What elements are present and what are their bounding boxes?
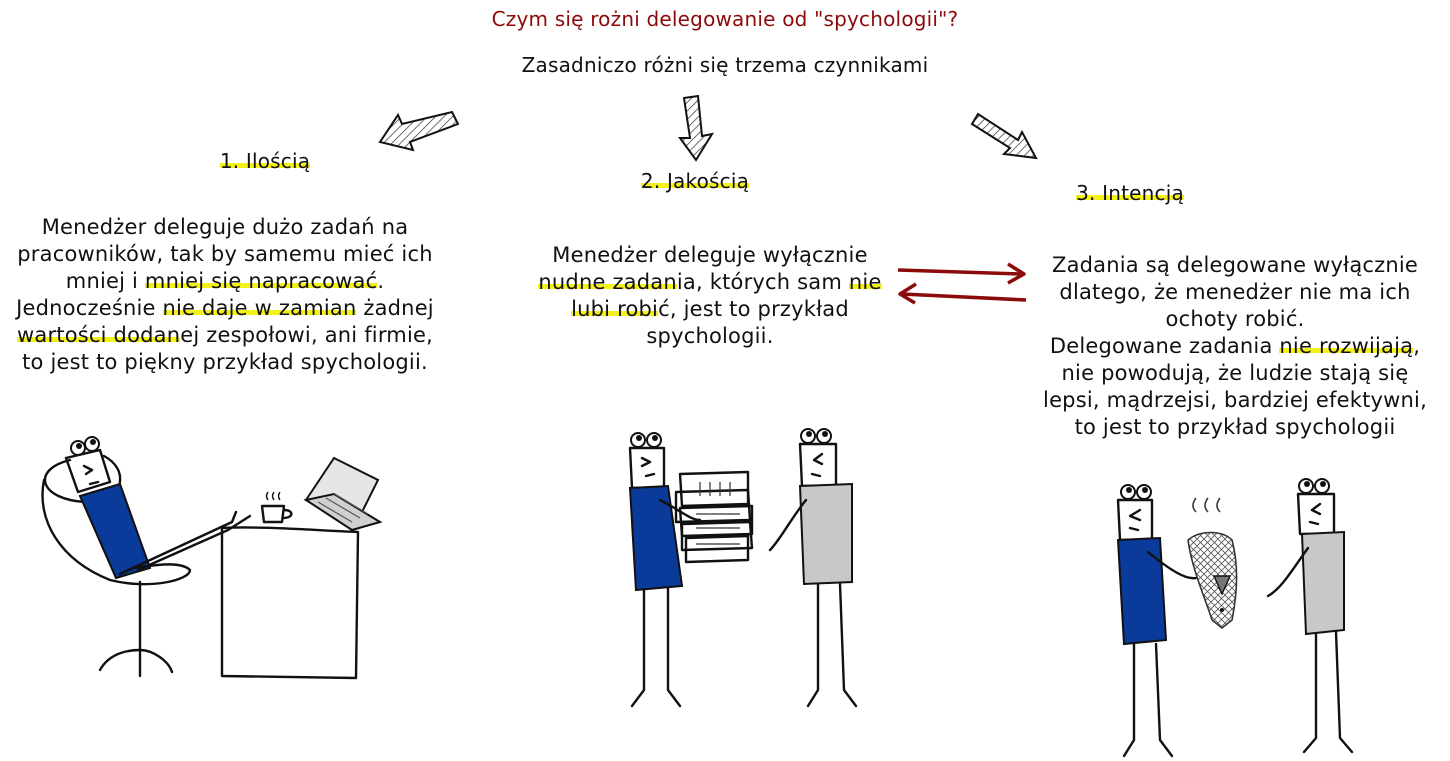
text-line: dlatego, że menedżer nie ma ich (1020, 279, 1450, 306)
text-line: nudne zadania, których sam nie (520, 269, 900, 296)
column-heading-quality: 2. Jakością (640, 169, 750, 193)
employee-figure-receiving-fish (1266, 478, 1354, 754)
text-segment: żadnej (356, 296, 434, 320)
text-segment: Zadania są delegowane wyłącznie (1051, 253, 1419, 277)
text-line: spychologii. (520, 323, 900, 350)
manager-figure-reclining (41, 436, 252, 678)
text-segment: lepsi, mądrzejsi, bardziej efektywni, (1043, 388, 1427, 412)
text-line: Zadania są delegowane wyłącznie (1020, 252, 1450, 279)
left-arrow-icon (378, 110, 460, 152)
dead-fish-icon (1187, 497, 1238, 630)
text-line: Menedżer deleguje wyłącznie (520, 242, 900, 269)
text-segment: Menedżer deleguje dużo zadań na (41, 215, 409, 239)
right-arrow-icon (970, 112, 1038, 160)
text-line: pracowników, tak by samemu mieć ich (5, 241, 445, 268)
highlighted-text: wartości dodan (17, 323, 181, 347)
text-segment: Menedżer deleguje wyłącznie (552, 243, 868, 267)
text-line: Delegowane zadania nie rozwijają, (1020, 333, 1450, 360)
paper-stack-icon (674, 470, 754, 564)
text-segment: dlatego, że menedżer nie ma ich (1059, 280, 1411, 304)
column-heading-intention: 3. Intencją (1076, 181, 1184, 205)
desk (220, 526, 360, 680)
text-segment: ia, których sam (676, 270, 849, 294)
text-segment: spychologii. (646, 324, 774, 348)
laptop-icon (303, 456, 383, 532)
highlighted-text: nudne zadan (538, 270, 677, 294)
text-segment: to jest to piękny przykład spychologii. (22, 350, 428, 374)
text-line: ochoty robić. (1020, 306, 1450, 333)
employee-figure-receiving (768, 428, 858, 708)
text-line: nie powodują, że ludzie stają się (1020, 360, 1450, 387)
page-title: Czym się rożni delegowanie od "spycholog… (491, 7, 959, 31)
text-segment: ej zespołowi, ani firmie, (180, 323, 433, 347)
text-line: wartości dodanej zespołowi, ani firmie, (5, 322, 445, 349)
highlighted-text: lubi robi (571, 297, 659, 321)
column-text-quantity: Menedżer deleguje dużo zadań na pracownik… (5, 214, 445, 376)
manager-figure-carrying (628, 432, 702, 708)
coffee-cup-icon (260, 491, 293, 524)
page-subtitle: Zasadniczo różni się trzema czynnikami (521, 53, 929, 77)
manager-figure-handing (1116, 484, 1198, 758)
highlighted-text: nie rozwijają (1279, 334, 1414, 358)
column-heading-quantity: 1. Ilością (219, 149, 311, 173)
text-line: mniej i mniej się napracować. (5, 268, 445, 295)
text-segment: to jest to przykład spychologii (1074, 415, 1396, 439)
text-segment: Delegowane zadania (1049, 334, 1280, 358)
column-text-intention: Zadania są delegowane wyłącznie dlatego, … (1020, 252, 1450, 441)
text-line: Menedżer deleguje dużo zadań na (5, 214, 445, 241)
text-segment: mniej i (65, 269, 145, 293)
highlighted-text: nie daje w zamian (162, 296, 357, 320)
text-line: lubi robić, jest to przykład (520, 296, 900, 323)
text-line: lepsi, mądrzejsi, bardziej efektywni, (1020, 387, 1450, 414)
highlighted-text: mniej się napracować (144, 269, 378, 293)
text-segment: ochoty robić. (1165, 307, 1305, 331)
text-line: Jednocześnie nie daje w zamian żadnej (5, 295, 445, 322)
text-segment: ć, jest to przykład (658, 297, 849, 321)
text-segment: Jednocześnie (16, 296, 163, 320)
text-segment: nie powodują, że ludzie stają się (1061, 361, 1409, 385)
text-line: to jest to przykład spychologii (1020, 414, 1450, 441)
text-segment: , (1413, 334, 1421, 358)
highlighted-text: nie (848, 270, 882, 294)
text-line: to jest to piękny przykład spychologii. (5, 349, 445, 376)
text-segment: pracowników, tak by samemu mieć ich (17, 242, 433, 266)
text-segment: . (377, 269, 385, 293)
exchange-arrows-icon (897, 262, 1027, 305)
down-arrow-icon (678, 94, 715, 162)
